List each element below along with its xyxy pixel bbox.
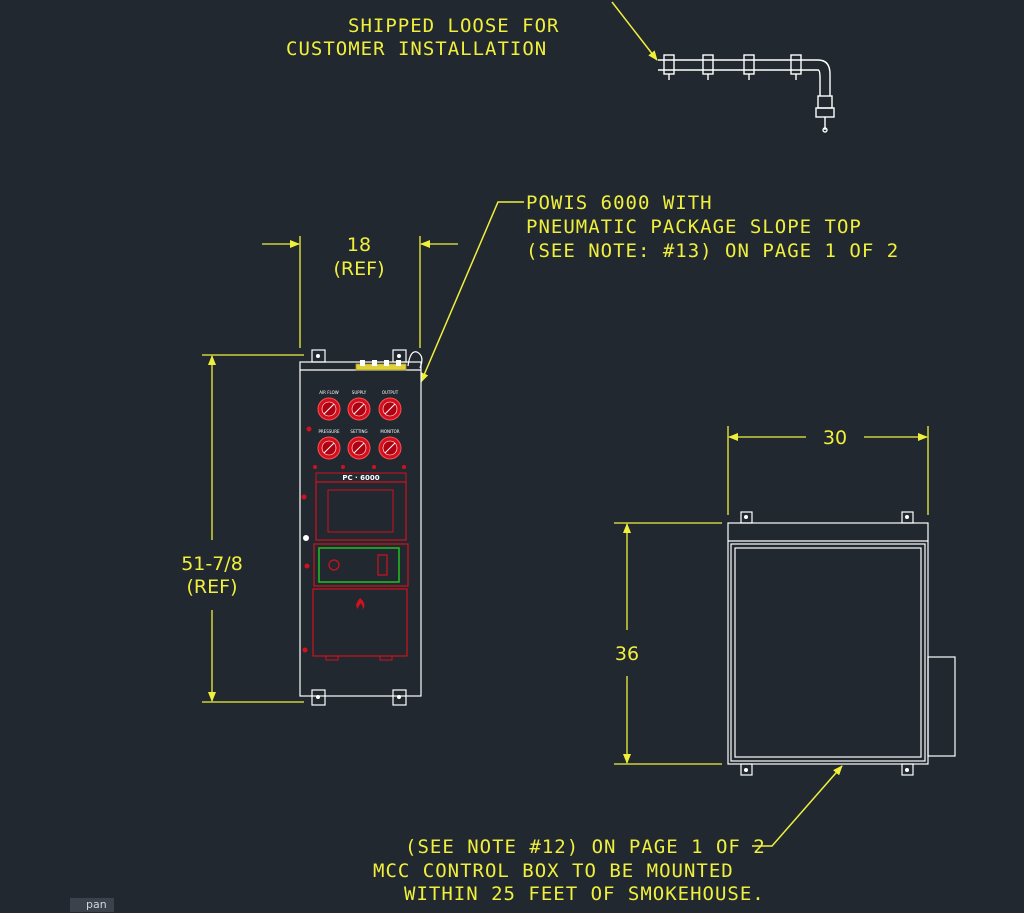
panel-air-line-loop: [407, 351, 423, 369]
mcc-mount-tab-bottom-left: [740, 763, 753, 776]
switch-module-knob: [328, 559, 340, 571]
panel-width-dimension: [262, 236, 458, 348]
gauge-2: [347, 397, 371, 421]
powis-note-line3: (SEE NOTE: #13) ON PAGE 1 OF 2: [526, 240, 899, 262]
lower-enclosure-hinge-right: [379, 655, 393, 661]
powis-note-line2: PNEUMATIC PACKAGE SLOPE TOP: [526, 216, 862, 238]
gauge-label-3: OUTPUT: [382, 390, 399, 395]
gauge-5: [347, 436, 371, 460]
powis-control-panel[interactable]: AIR FLOW SUPPLY OUTPUT PRESSURE SETTING …: [299, 349, 423, 706]
status-light-3: [372, 465, 376, 469]
mcc-note-line3: WITHIN 25 FEET OF SMOKEHOUSE.: [404, 883, 765, 905]
box-height-dimension: [614, 522, 722, 765]
panel-height-dimension: [202, 354, 304, 703]
gauge-label-4: PRESSURE: [318, 429, 340, 434]
controller-housing: [315, 481, 407, 541]
command-line-label: pan: [86, 898, 107, 911]
indicator-light-2: [301, 494, 307, 500]
shipped-loose-note-line1: SHIPPED LOOSE FOR: [348, 15, 559, 37]
panel-mount-tab-top-left: [311, 349, 326, 363]
gauge-label-6: MONITOR: [380, 429, 399, 434]
lower-enclosure-hinge-left: [325, 655, 339, 661]
gauge-1: [317, 397, 341, 421]
switch-module-toggle: [377, 554, 388, 576]
mcc-mount-tab-top-right: [901, 511, 914, 524]
mcc-box-door-inner: [734, 547, 922, 758]
indicator-light-white: [303, 535, 309, 541]
gauge-3: [378, 397, 402, 421]
gauge-6: [378, 436, 402, 460]
box-width-value: 30: [823, 427, 847, 449]
mcc-note-line1: (SEE NOTE #12) ON PAGE 1 OF 2: [405, 836, 766, 858]
controller-brand-label: PC · 6000: [342, 474, 379, 482]
panel-top-fittings: [355, 360, 407, 371]
lower-enclosure: [312, 588, 408, 657]
command-line-pan[interactable]: pan: [70, 898, 114, 912]
gauge-label-1: AIR FLOW: [319, 390, 339, 395]
mcc-mount-tab-top-left: [740, 511, 753, 524]
mcc-note-line2: MCC CONTROL BOX TO BE MOUNTED: [373, 860, 734, 882]
indicator-light-3: [304, 563, 310, 569]
mcc-box-side-disconnect: [927, 656, 956, 757]
panel-width-ref: (REF): [334, 258, 385, 280]
box-width-dimension: [727, 426, 929, 515]
powis-leader: [420, 201, 524, 383]
panel-height-ref: (REF): [187, 576, 238, 598]
panel-mount-tab-bottom-right: [392, 689, 407, 706]
switch-module-outer: [313, 543, 409, 587]
shipped-loose-leader: [611, 1, 658, 61]
manifold-assembly: [658, 54, 835, 133]
indicator-light-1: [306, 426, 312, 432]
mcc-mount-tab-bottom-right: [901, 763, 914, 776]
switch-module-green: [318, 547, 400, 583]
mcc-leader: [752, 765, 843, 847]
flame-icon: [356, 598, 365, 610]
indicator-light-4: [302, 647, 308, 653]
status-light-1: [313, 465, 317, 469]
status-light-4: [402, 465, 406, 469]
gauge-label-2: SUPPLY: [352, 390, 367, 395]
controller-screen: [327, 489, 394, 533]
shipped-loose-note-line2: CUSTOMER INSTALLATION: [286, 38, 547, 60]
powis-note-line1: POWIS 6000 WITH: [526, 192, 713, 214]
status-light-2: [341, 465, 345, 469]
panel-mount-tab-bottom-left: [311, 689, 326, 706]
mcc-box-door-outer: [730, 543, 926, 762]
gauge-4: [317, 436, 341, 460]
panel-height-value: 51-7/8: [181, 553, 243, 575]
mcc-box-outer: [727, 522, 929, 765]
panel-width-value: 18: [347, 234, 371, 256]
gauge-label-5: SETTING: [350, 429, 367, 434]
mcc-control-box[interactable]: [727, 511, 956, 776]
box-height-value: 36: [615, 643, 639, 665]
